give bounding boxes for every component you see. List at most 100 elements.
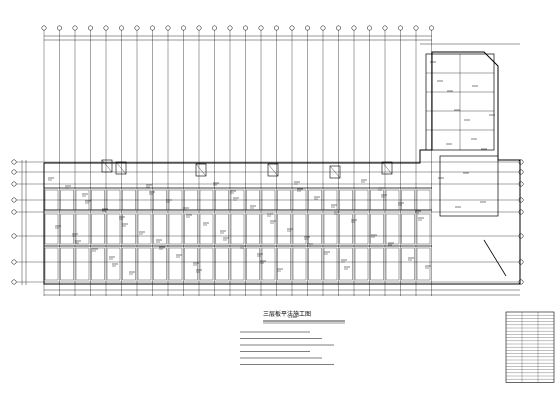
room-cell-lower [153, 247, 167, 281]
dimension-lines [21, 35, 520, 296]
room-cell-lower [137, 247, 152, 281]
axis-bubble-left [11, 169, 17, 175]
axis-bubble-top [212, 25, 217, 31]
axis-bubble-right [518, 209, 524, 215]
stair-diagonal [195, 163, 207, 177]
drawing-scale: 1:100 [288, 315, 297, 319]
room-cell-middle [230, 213, 245, 245]
axis-bubble-top [336, 25, 341, 31]
building-outer-wall [43, 51, 521, 285]
room-cell-lower [168, 247, 183, 281]
room-cell-lower [60, 247, 74, 281]
schedule-table [505, 311, 555, 383]
room-cell-middle [354, 213, 369, 245]
room-cell-lower [184, 247, 198, 281]
axis-bubble-top [150, 25, 155, 31]
room-cell-middle [199, 213, 214, 245]
room-cell-lower [199, 247, 214, 281]
room-cell-middle [292, 213, 307, 245]
axis-bubble-left [11, 279, 17, 285]
general-notes [240, 320, 345, 365]
axis-bubble-top [274, 25, 279, 31]
axis-bubble-top [181, 25, 186, 31]
stair-diagonal [115, 161, 127, 175]
room-cell-lower [323, 247, 338, 281]
axis-bubble-top [72, 25, 78, 31]
room-cell-middle [44, 213, 59, 245]
axis-bubble-top [134, 25, 140, 31]
annotation-marks [48, 61, 495, 275]
stair-core [329, 165, 341, 179]
axis-bubble-top [165, 25, 171, 31]
axis-bubble-right [518, 197, 524, 203]
axis-bubble-top [367, 25, 372, 31]
building-outline [43, 51, 521, 285]
room-cell-lower [401, 247, 415, 281]
room-cell-lower [91, 247, 105, 281]
drawing-title: 三层板平法施工图 [263, 311, 312, 318]
room-cell-lower [370, 247, 384, 281]
axis-bubble-top [289, 25, 295, 31]
axis-bubble-right [518, 259, 524, 265]
room-cell-lower [308, 247, 322, 281]
axis-bubble-right [518, 181, 524, 187]
axis-bubble-top [119, 25, 124, 31]
room-cell-middle [308, 213, 322, 245]
stair-diagonal [329, 165, 341, 179]
room-cell-lower [122, 247, 136, 281]
axis-bubble-right [518, 233, 524, 239]
axis-bubble-top [413, 25, 419, 31]
axis-bubble-left [11, 259, 17, 265]
room-cell-middle [122, 213, 136, 245]
stair-core [101, 159, 113, 173]
axis-bubble-left [11, 209, 17, 215]
room-cell-middle [137, 213, 152, 245]
room-cell-middle [91, 213, 105, 245]
room-cell-middle [370, 213, 384, 245]
room-cell-middle [106, 213, 121, 245]
room-cell-middle [215, 213, 229, 245]
room-cell-lower [416, 247, 431, 281]
stair-diagonal [101, 159, 113, 173]
stair-core [115, 161, 127, 175]
room-cell-lower [75, 247, 90, 281]
room-cell-lower [246, 247, 260, 281]
axis-bubble-top [88, 25, 93, 31]
axis-bubble-right [518, 169, 524, 175]
axis-bubble-top [351, 25, 357, 31]
stair-diagonal [381, 161, 393, 175]
room-partitions [44, 54, 494, 281]
room-cell-middle [416, 213, 431, 245]
axis-bubble-left [11, 181, 17, 187]
room-cell-middle [75, 213, 90, 245]
room-cell-middle [385, 213, 400, 245]
axis-bubble-top [258, 25, 264, 31]
axis-bubble-top [41, 25, 47, 31]
axis-bubble-top [57, 25, 62, 31]
room-cell-lower [339, 247, 353, 281]
room-cell-lower [106, 247, 121, 281]
axis-bubble-top [429, 25, 434, 31]
room-cell-lower [292, 247, 307, 281]
room-cell-lower [44, 247, 59, 281]
room-cell-middle [168, 213, 183, 245]
axis-bubble-top [382, 25, 388, 31]
axis-bubble-left [11, 197, 17, 203]
axis-bubble-top [398, 25, 403, 31]
room-cell-lower [385, 247, 400, 281]
stair-core [267, 163, 279, 177]
room-cell-lower [215, 247, 229, 281]
axis-bubble-top [196, 25, 202, 31]
stair-core [195, 163, 207, 177]
room-cell-middle [401, 213, 415, 245]
room-cell-middle [261, 213, 276, 245]
axis-grid-lines [11, 25, 524, 296]
room-cell-lower [261, 247, 276, 281]
room-cell-middle [339, 213, 353, 245]
axis-bubble-top [305, 25, 310, 31]
room-cell-lower [277, 247, 291, 281]
room-cell-middle [323, 213, 338, 245]
room-cell-middle [184, 213, 198, 245]
chamfer-corner [483, 239, 507, 277]
